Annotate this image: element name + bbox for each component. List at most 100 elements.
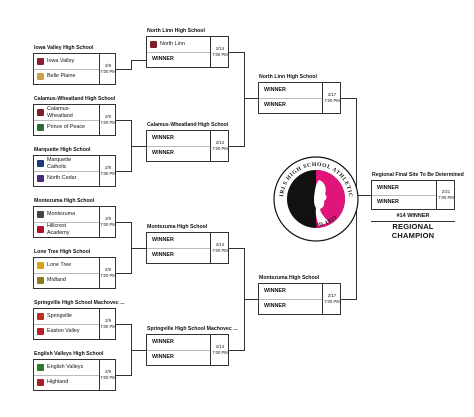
connector-line xyxy=(243,52,245,147)
game-date: 2/9 xyxy=(105,368,111,374)
connector-line xyxy=(116,324,131,325)
team-row[interactable]: Easton Valley xyxy=(34,324,99,339)
team-logo-icon xyxy=(37,262,44,269)
winner-row[interactable]: WINNER xyxy=(259,98,322,113)
team-name: Highland xyxy=(47,379,69,386)
team-logo-icon xyxy=(37,364,44,371)
round2.2-site-label: Montezuma High School xyxy=(147,224,208,230)
team-logo-icon xyxy=(37,313,44,320)
game-time: 7:00 PM xyxy=(100,69,116,74)
connector-line xyxy=(116,375,131,376)
game-date: 2/17 xyxy=(327,91,337,97)
team-logo-icon xyxy=(37,160,44,167)
team-row[interactable]: Belle Plaine xyxy=(34,69,99,84)
team-row[interactable]: Calamus-Wheatland xyxy=(34,105,99,121)
game-date: 2/9 xyxy=(105,164,111,170)
game-time: 7:00 PM xyxy=(100,273,116,278)
game-date: 2/9 xyxy=(105,317,111,323)
team-row[interactable]: Highland xyxy=(34,375,99,390)
connector-line xyxy=(131,146,146,147)
connector-line xyxy=(131,60,146,61)
round1.4-site-label: Lone Tree High School xyxy=(34,249,91,255)
team-row[interactable]: Iowa Valley xyxy=(34,54,99,70)
team-name: Calamus-Wheatland xyxy=(47,106,73,119)
team-name: WINNER xyxy=(152,237,174,244)
team-name: WINNER xyxy=(264,102,286,109)
team-row[interactable]: Lone Tree xyxy=(34,258,99,274)
winner-row[interactable]: WINNER xyxy=(147,350,210,365)
team-name: WINNER xyxy=(264,288,286,295)
connector-line xyxy=(341,299,356,300)
team-name: Midland xyxy=(47,277,66,284)
game-date: 2/9 xyxy=(105,266,111,272)
team-row[interactable]: Midland xyxy=(34,273,99,288)
winner-row[interactable]: WINNER xyxy=(372,195,436,209)
game-date: 2/9 xyxy=(105,215,111,221)
team-name: Lone Tree xyxy=(47,262,72,269)
team-name: English Valleys xyxy=(47,364,84,371)
game-time: 7:00 PM xyxy=(100,171,116,176)
connector-line xyxy=(131,60,132,70)
team-name: WINNER xyxy=(377,184,399,191)
winner-row[interactable]: WINNER xyxy=(372,181,436,196)
winner-row[interactable]: WINNER xyxy=(147,131,210,147)
connector-line xyxy=(243,299,258,300)
round1.3-site-label: Montezuma High School xyxy=(34,198,95,204)
game-time: 7:00 PM xyxy=(324,98,340,103)
team-row[interactable]: North Linn xyxy=(147,37,210,53)
connector-line xyxy=(116,273,131,274)
team-row[interactable]: Springville xyxy=(34,309,99,325)
connector-line xyxy=(131,350,146,351)
winner-row[interactable]: WINNER xyxy=(147,335,210,351)
game-time: 7:00 PM xyxy=(100,324,116,329)
team-row[interactable]: Montezuma xyxy=(34,207,99,223)
team-row[interactable]: North Cedar xyxy=(34,171,99,186)
winner-row[interactable]: WINNER xyxy=(259,299,322,314)
team-name: Iowa Valley xyxy=(47,58,75,65)
connector-line xyxy=(116,171,131,172)
winner-row[interactable]: WINNER xyxy=(147,233,210,249)
team-row[interactable]: Prince of Peace xyxy=(34,120,99,135)
round3.1-site-label: Montezuma High School xyxy=(259,275,320,281)
winner-row[interactable]: WINNER xyxy=(147,146,210,161)
winner-row[interactable]: WINNER xyxy=(259,83,322,99)
winner-row[interactable]: WINNER xyxy=(147,248,210,263)
team-name: WINNER xyxy=(377,198,399,205)
team-logo-icon xyxy=(37,109,44,116)
round2.0-site-label: North Linn High School xyxy=(147,28,205,34)
team-logo-icon xyxy=(37,379,44,386)
team-name: Belle Plaine xyxy=(47,73,76,80)
team-name: North Cedar xyxy=(47,175,77,182)
game-time: 7:00 PM xyxy=(100,120,116,125)
round1.6-site-label: English Valleys High School xyxy=(34,351,104,357)
connector-line xyxy=(229,52,244,53)
team-name: WINNER xyxy=(152,252,174,259)
game-date: 2/9 xyxy=(105,113,111,119)
game-date: 2/14 xyxy=(215,343,225,349)
game-time: 7:00 PM xyxy=(212,248,228,253)
winner-row[interactable]: WINNER xyxy=(259,284,322,300)
team-row[interactable]: English Valleys xyxy=(34,360,99,376)
winner-row[interactable]: WINNER xyxy=(147,52,210,67)
team-logo-icon xyxy=(37,58,44,65)
